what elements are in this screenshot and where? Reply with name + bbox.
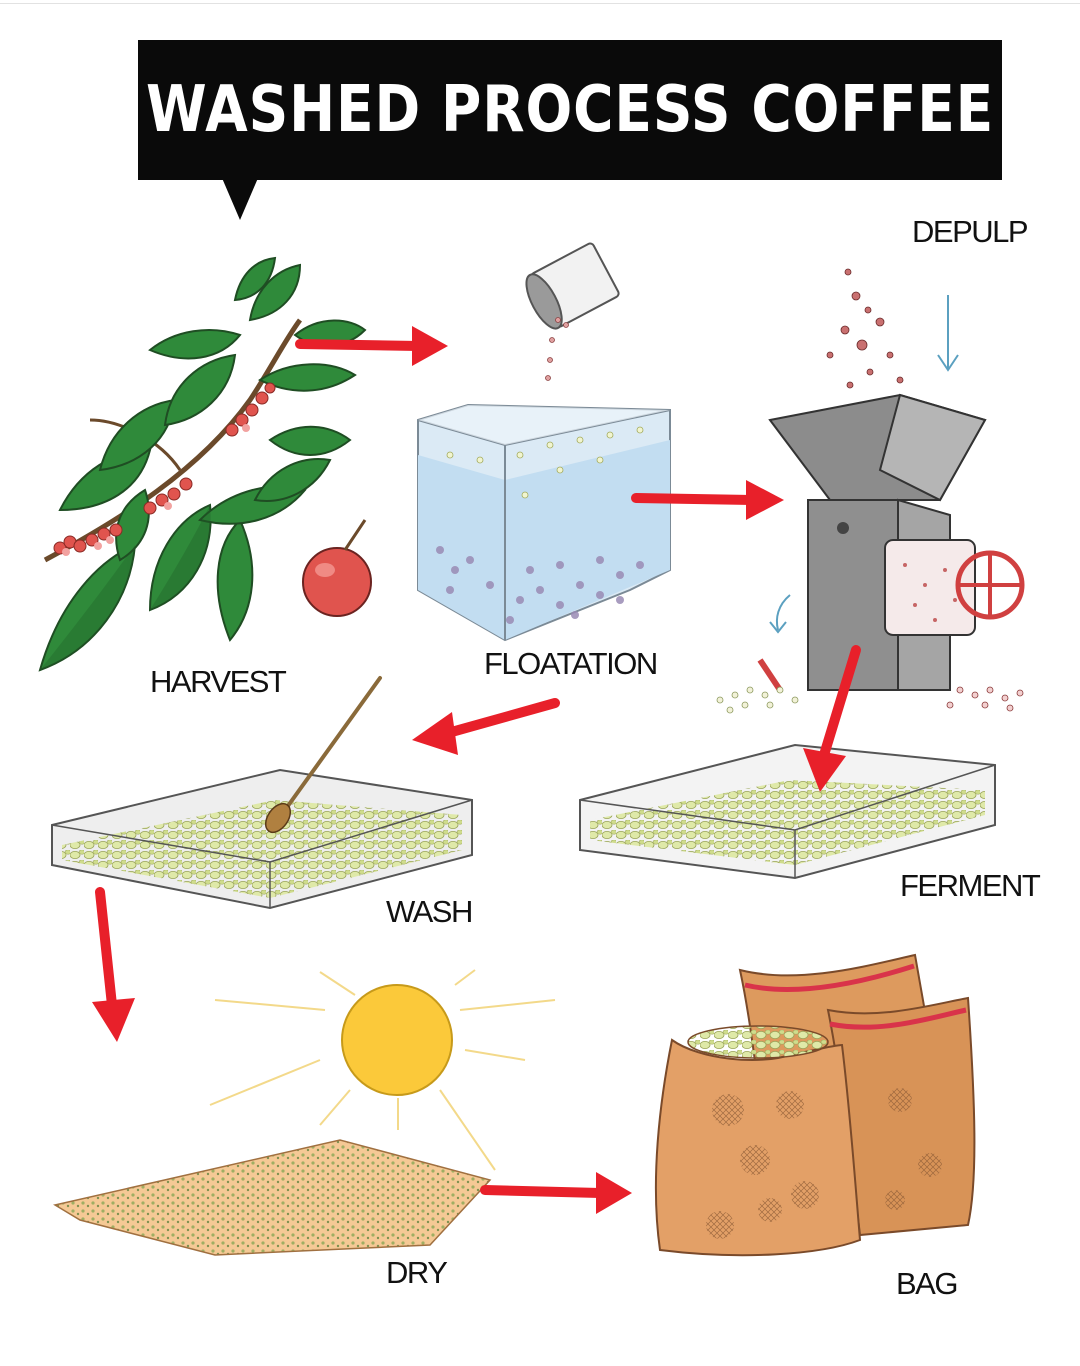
step-label-wash: WASH: [386, 894, 473, 929]
step-label-dry: DRY: [386, 1255, 448, 1290]
title-pointer: [222, 178, 258, 220]
step-label-depulp: DEPULP: [912, 214, 1029, 249]
page-title: WASHED PROCESS COFFEE: [145, 73, 995, 147]
arrow-wash-to-dry: [92, 887, 135, 1042]
step-label-harvest: HARVEST: [150, 664, 287, 699]
coffee-branch-icon: [38, 256, 372, 672]
floatation-tank-icon: [417, 242, 671, 642]
arrow-depulp-to-ferment: [803, 645, 861, 792]
coffee-sacks-icon: [654, 953, 976, 1257]
drying-mat-icon: [53, 1139, 492, 1256]
sun-icon: [209, 969, 556, 1171]
flow-arrows: [92, 326, 861, 1214]
arrow-floatation-to-depulp: [631, 480, 784, 520]
step-label-ferment: FERMENT: [900, 868, 1041, 903]
arrow-ferment-to-wash: [412, 698, 560, 755]
step-label-bag: BAG: [896, 1266, 958, 1301]
top-border-line: [0, 3, 1080, 4]
arrow-harvest-to-floatation: [295, 326, 448, 366]
title-banner: WASHED PROCESS COFFEE: [138, 40, 1002, 180]
wash-tray-icon: [51, 676, 473, 910]
ferment-tray-icon: [579, 743, 996, 880]
step-label-floatation: FLOATATION: [484, 646, 658, 681]
arrow-dry-to-bag: [480, 1172, 632, 1214]
depulper-machine-icon: [716, 268, 1025, 714]
